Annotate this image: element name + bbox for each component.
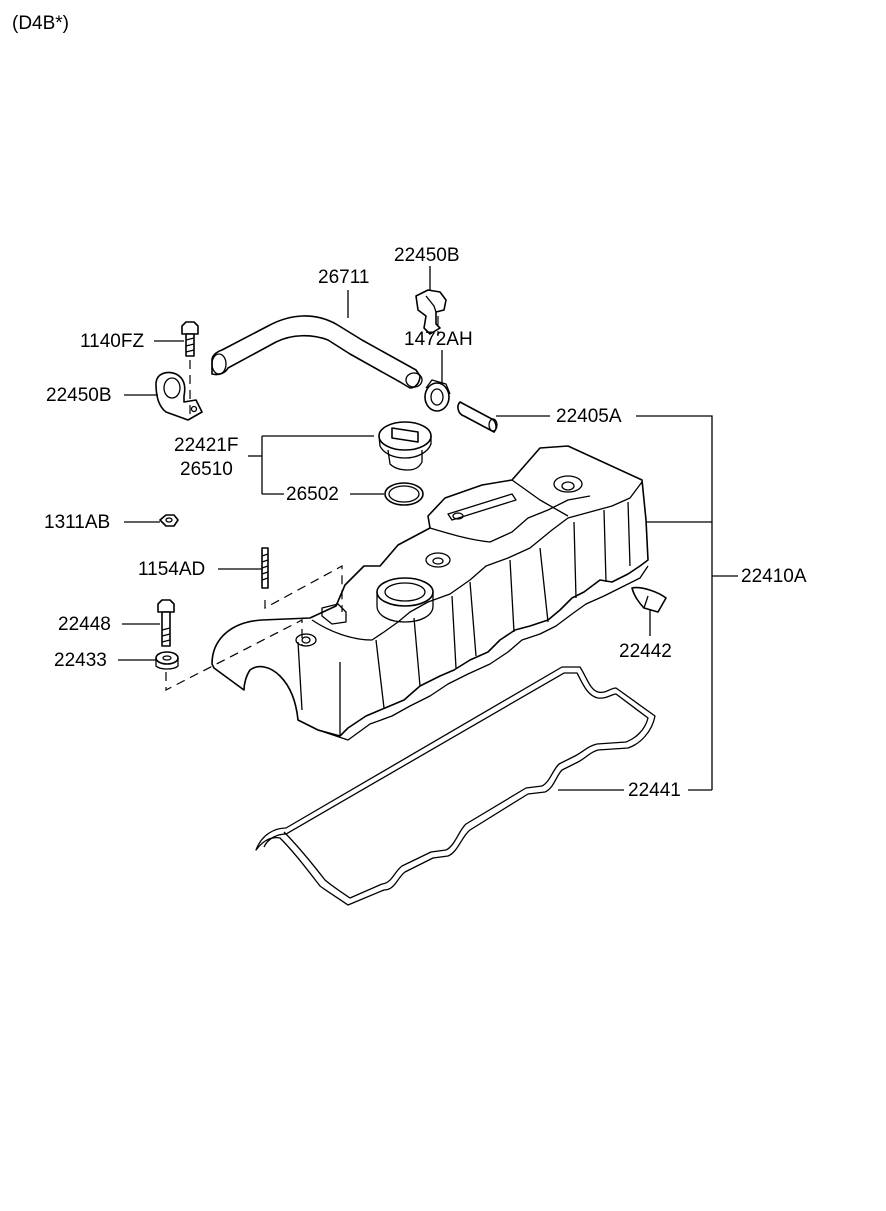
nipple-22405A — [457, 401, 498, 433]
bolt-22448 — [157, 599, 175, 647]
half-moon-seal-22442 — [631, 586, 667, 613]
rocker-cover-22410A — [211, 445, 649, 741]
engine-variant-label: (D4B*) — [12, 13, 70, 34]
callout-22421F[interactable]: 22421F — [174, 435, 239, 456]
nut-1311AB — [159, 514, 179, 527]
callout-22441[interactable]: 22441 — [628, 780, 681, 801]
alignment-lines — [165, 316, 439, 691]
callout-22442[interactable]: 22442 — [619, 641, 672, 662]
hose-clamp-1472AH — [424, 379, 451, 412]
callout-1140FZ[interactable]: 1140FZ — [80, 331, 145, 352]
callout-1472AH[interactable]: 1472AH — [404, 329, 473, 350]
callout-1154AD[interactable]: 1154AD — [138, 559, 206, 580]
leader-lines — [118, 266, 738, 791]
grommet-22433 — [155, 651, 179, 670]
callout-22410A[interactable]: 22410A — [741, 566, 807, 587]
callout-22450B-left[interactable]: 22450B — [46, 385, 112, 406]
callout-26502[interactable]: 26502 — [286, 484, 339, 505]
clip-22450B-left — [155, 371, 203, 421]
filler-cap-22421F — [378, 421, 432, 471]
callout-22433[interactable]: 22433 — [54, 650, 107, 671]
callout-26711[interactable]: 26711 — [318, 267, 370, 288]
o-ring-26502 — [384, 482, 424, 506]
callout-22450B-top[interactable]: 22450B — [394, 245, 460, 266]
callout-22405A[interactable]: 22405A — [556, 406, 622, 427]
bolt-1140FZ — [181, 321, 199, 357]
callout-22448[interactable]: 22448 — [58, 614, 111, 635]
callout-26510[interactable]: 26510 — [180, 459, 233, 480]
stud-1154AD — [261, 547, 269, 589]
clip-22450B-top — [415, 289, 447, 335]
callout-1311AB[interactable]: 1311AB — [44, 512, 111, 533]
pcv-hose-26711 — [211, 315, 423, 389]
cover-gasket-22441 — [255, 666, 656, 906]
